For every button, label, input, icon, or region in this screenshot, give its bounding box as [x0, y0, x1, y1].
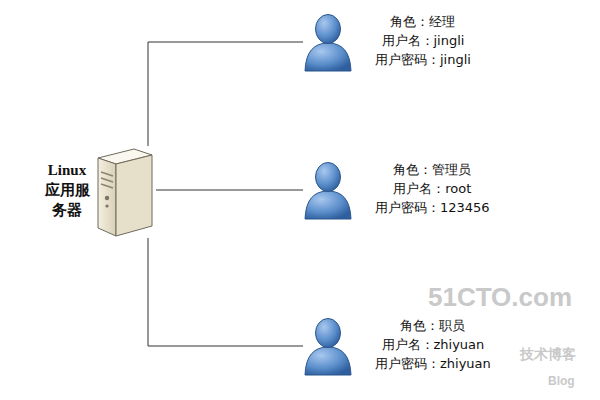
connection-line [156, 190, 303, 191]
user-info-line: 角色：管理员 [393, 160, 471, 179]
server-icon [94, 146, 156, 238]
user-info: 角色：管理员用户名：root用户密码：123456 [375, 160, 490, 217]
user-icon [303, 160, 353, 220]
connection-line [148, 238, 303, 346]
user-info-line: 用户密码：jingli [375, 50, 471, 69]
user-info-line: 用户名：zhiyuan [382, 335, 485, 354]
user-info-line: 角色：经理 [390, 12, 455, 31]
user-info-line: 角色：职员 [400, 316, 465, 335]
watermark: 51CTO.com [428, 282, 572, 313]
user-info-line: 用户密码：123456 [375, 198, 490, 217]
user-info-line: 用户名：jingli [382, 31, 465, 50]
user-node: 角色：管理员用户名：root用户密码：123456 [303, 160, 490, 220]
user-info-line: 用户密码：zhiyuan [375, 354, 491, 373]
user-info: 角色：经理用户名：jingli用户密码：jingli [375, 12, 471, 69]
watermark: Blog [548, 374, 575, 388]
user-info-line: 用户名：root [393, 179, 471, 198]
server-node: Linux 应用服 务器 [40, 146, 156, 238]
user-info: 角色：职员用户名：zhiyuan用户密码：zhiyuan [375, 316, 491, 373]
watermark: 技术博客 [520, 346, 576, 364]
user-icon [303, 316, 353, 376]
user-node: 角色：职员用户名：zhiyuan用户密码：zhiyuan [303, 316, 491, 376]
user-icon [303, 12, 353, 72]
server-label: Linux 应用服 务器 [40, 160, 94, 220]
user-node: 角色：经理用户名：jingli用户密码：jingli [303, 12, 471, 72]
connection-line [148, 42, 303, 146]
